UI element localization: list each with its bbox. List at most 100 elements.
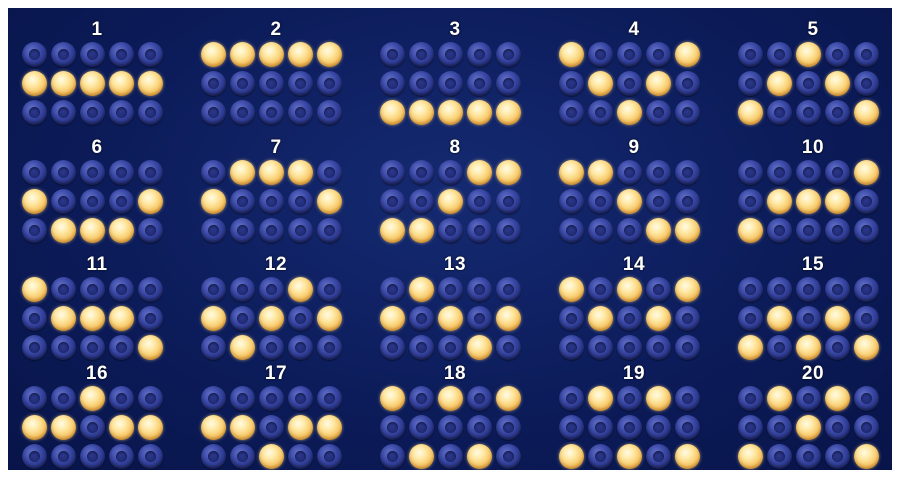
payline-15: 15	[738, 255, 888, 367]
payline-lit-circle	[675, 42, 700, 67]
payline-empty-circle	[767, 42, 792, 67]
payline-empty-circle	[230, 71, 255, 96]
payline-empty-circle	[496, 71, 521, 96]
payline-empty-circle	[380, 415, 405, 440]
payline-empty-circle	[201, 386, 226, 411]
payline-empty-circle	[767, 444, 792, 469]
payline-9: 9	[559, 138, 709, 250]
payline-empty-circle	[767, 100, 792, 125]
payline-empty-circle	[825, 335, 850, 360]
payline-empty-circle	[796, 218, 821, 243]
payline-empty-circle	[796, 444, 821, 469]
payline-empty-circle	[767, 415, 792, 440]
payline-empty-circle	[559, 100, 584, 125]
payline-empty-circle	[559, 386, 584, 411]
payline-empty-circle	[409, 71, 434, 96]
payline-empty-circle	[109, 189, 134, 214]
payline-empty-circle	[738, 386, 763, 411]
payline-empty-circle	[496, 444, 521, 469]
payline-lit-circle	[738, 100, 763, 125]
payline-empty-circle	[796, 386, 821, 411]
payline-empty-circle	[767, 277, 792, 302]
payline-empty-circle	[738, 160, 763, 185]
payline-empty-circle	[230, 277, 255, 302]
payline-lit-circle	[317, 42, 342, 67]
payline-lit-circle	[409, 444, 434, 469]
payline-lit-circle	[438, 189, 463, 214]
payline-empty-circle	[588, 189, 613, 214]
payline-number: 12	[201, 255, 351, 275]
payline-empty-circle	[409, 160, 434, 185]
payline-empty-circle	[854, 386, 879, 411]
payline-lit-circle	[825, 386, 850, 411]
payline-lit-circle	[259, 444, 284, 469]
payline-lit-circle	[409, 277, 434, 302]
payline-lit-circle	[409, 218, 434, 243]
payline-empty-circle	[288, 444, 313, 469]
payline-empty-circle	[617, 42, 642, 67]
payline-lit-circle	[259, 306, 284, 331]
payline-lit-circle	[496, 386, 521, 411]
payline-lit-circle	[317, 189, 342, 214]
payline-lit-circle	[588, 306, 613, 331]
payline-empty-circle	[646, 42, 671, 67]
payline-empty-circle	[259, 277, 284, 302]
payline-lit-circle	[559, 160, 584, 185]
payline-empty-circle	[854, 306, 879, 331]
payline-empty-circle	[646, 335, 671, 360]
payline-number: 7	[201, 138, 351, 158]
payline-empty-circle	[588, 415, 613, 440]
payline-empty-circle	[854, 277, 879, 302]
payline-lit-circle	[854, 335, 879, 360]
payline-empty-circle	[617, 415, 642, 440]
payline-empty-circle	[317, 277, 342, 302]
payline-empty-circle	[438, 415, 463, 440]
payline-empty-circle	[467, 386, 492, 411]
payline-empty-circle	[617, 71, 642, 96]
payline-empty-circle	[230, 218, 255, 243]
payline-empty-circle	[825, 415, 850, 440]
payline-lit-circle	[796, 42, 821, 67]
payline-empty-circle	[496, 218, 521, 243]
payline-empty-circle	[22, 42, 47, 67]
payline-10: 10	[738, 138, 888, 250]
payline-empty-circle	[675, 415, 700, 440]
payline-lit-circle	[467, 444, 492, 469]
payline-lit-circle	[617, 189, 642, 214]
payline-empty-circle	[138, 386, 163, 411]
payline-lit-circle	[559, 42, 584, 67]
payline-lit-circle	[109, 218, 134, 243]
payline-empty-circle	[738, 306, 763, 331]
payline-empty-circle	[201, 100, 226, 125]
payline-empty-circle	[675, 189, 700, 214]
payline-empty-circle	[138, 100, 163, 125]
payline-lit-circle	[201, 42, 226, 67]
payline-lit-circle	[138, 415, 163, 440]
payline-empty-circle	[80, 444, 105, 469]
payline-empty-circle	[138, 218, 163, 243]
payline-empty-circle	[767, 160, 792, 185]
payline-empty-circle	[138, 306, 163, 331]
payline-empty-circle	[288, 71, 313, 96]
payline-lit-circle	[438, 306, 463, 331]
payline-lit-circle	[646, 306, 671, 331]
payline-lit-circle	[675, 218, 700, 243]
payline-empty-circle	[380, 160, 405, 185]
payline-empty-circle	[646, 160, 671, 185]
payline-empty-circle	[230, 189, 255, 214]
payline-empty-circle	[738, 415, 763, 440]
payline-number: 19	[559, 364, 709, 384]
payline-lit-circle	[230, 160, 255, 185]
payline-empty-circle	[380, 189, 405, 214]
payline-empty-circle	[646, 444, 671, 469]
payline-empty-circle	[259, 71, 284, 96]
payline-empty-circle	[109, 277, 134, 302]
payline-empty-circle	[201, 277, 226, 302]
payline-empty-circle	[409, 386, 434, 411]
payline-lit-circle	[317, 306, 342, 331]
payline-empty-circle	[467, 415, 492, 440]
payline-empty-circle	[438, 335, 463, 360]
payline-lit-circle	[796, 335, 821, 360]
payline-empty-circle	[51, 160, 76, 185]
